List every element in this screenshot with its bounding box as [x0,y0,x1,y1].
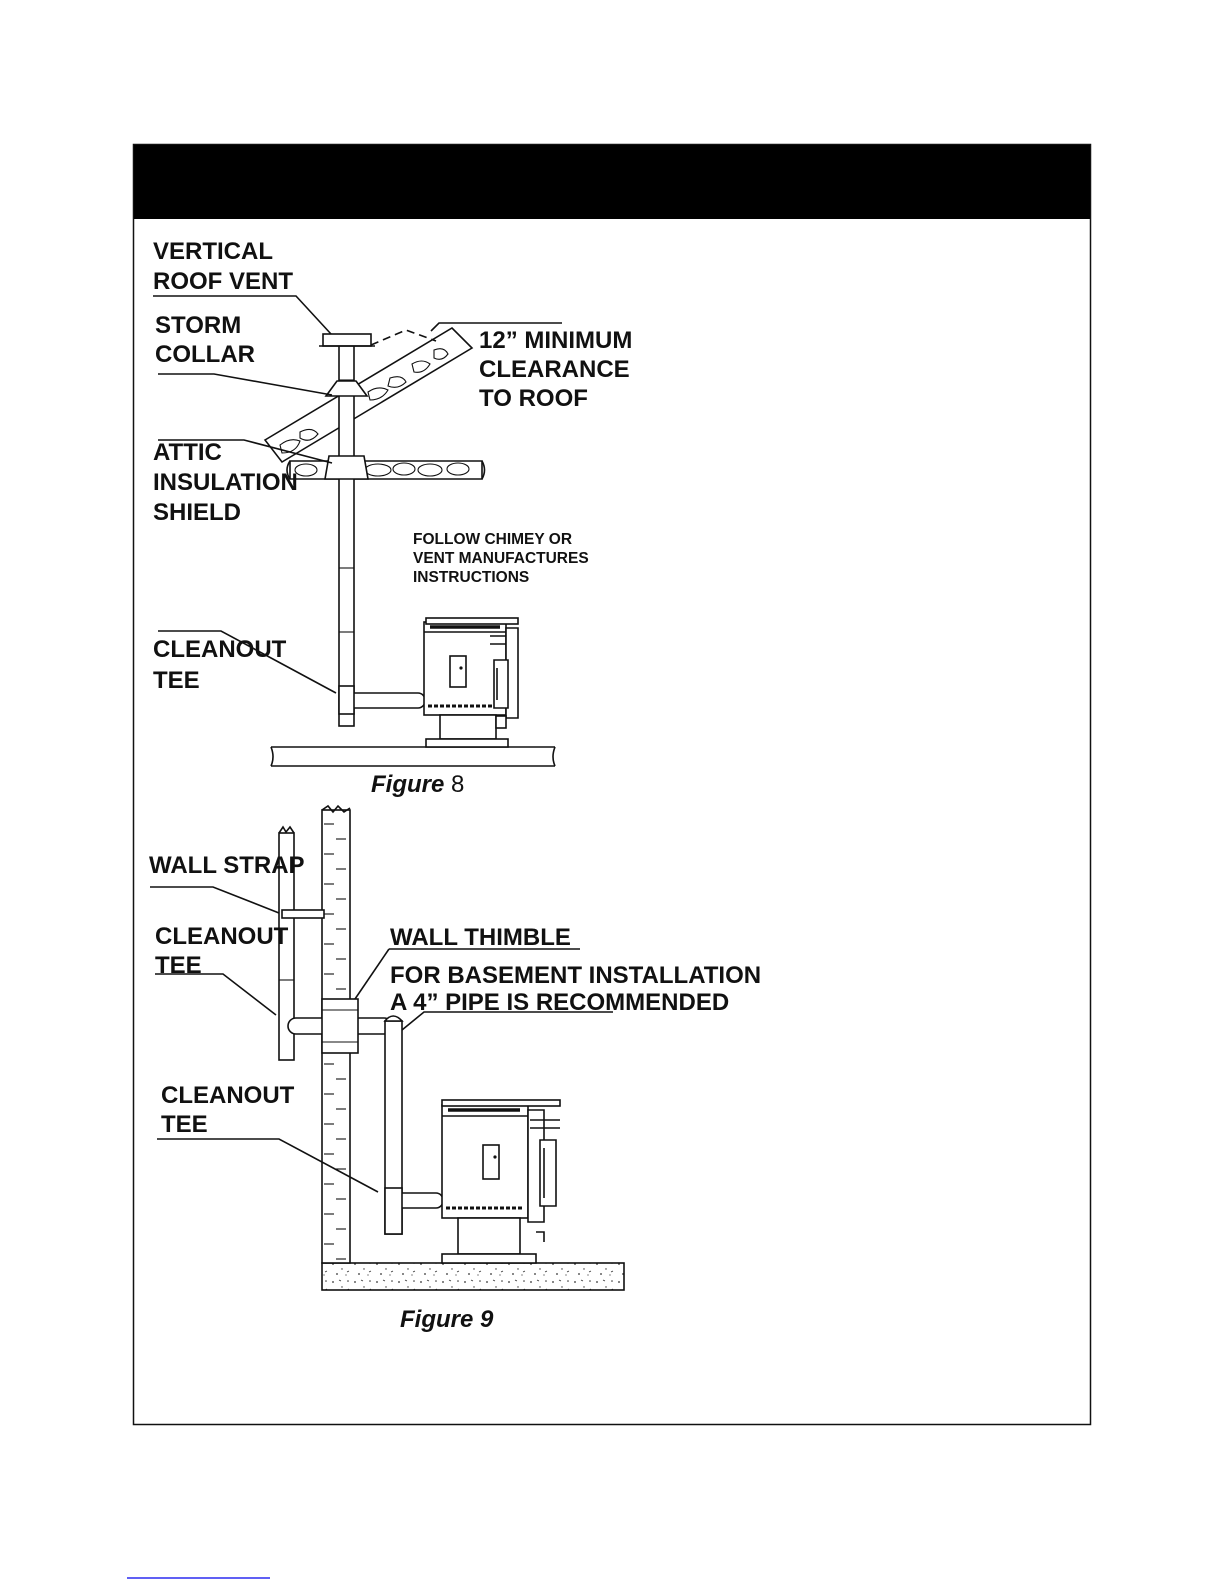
ceiling-joist [287,461,485,479]
floor-slab-fig8 [271,747,555,766]
figure-8-diagram: VERTICAL ROOF VENT STORM COLLAR ATTIC IN… [153,238,639,798]
label-cleanout-tee-upper: CLEANOUT TEE [155,923,295,979]
label-roof-vent: VERTICAL ROOF VENT [153,238,293,295]
concrete-floor [322,1263,624,1290]
figure-9-caption: Figure 9 [400,1306,494,1333]
pellet-stove-fig9 [442,1100,560,1263]
label-minimum-clearance: 12” MINIMUM CLEARANCE TO ROOF [479,327,639,412]
attic-insulation-shield-shape [325,456,368,479]
figure-8-caption: Figure 8 [371,771,464,798]
cleanout-tee-fig8 [339,686,425,714]
label-basement-installation: FOR BASEMENT INSTALLATION A 4” PIPE IS R… [390,962,768,1016]
wall-strap-shape [282,910,324,918]
label-storm-collar: STORM COLLAR [155,312,255,368]
figure-9-diagram: WALL STRAP CLEANOUT TEE WALL THIMBLE FOR… [149,806,768,1333]
label-follow-instructions: FOLLOW CHIMEY OR VENT MANUFACTURES INSTR… [413,531,593,586]
label-wall-strap: WALL STRAP [149,852,305,879]
pellet-stove-fig8 [424,618,518,747]
label-wall-thimble: WALL THIMBLE [390,924,571,951]
label-cleanout-tee-fig8: CLEANOUT TEE [153,636,293,694]
label-cleanout-tee-lower: CLEANOUT TEE [161,1082,301,1138]
chimney-pipe-fig8 [339,344,354,726]
roof-vent-cap [319,334,375,346]
cleanout-tee-fig9 [385,1188,443,1234]
header-bar [134,145,1090,219]
through-wall-pipe [288,999,392,1053]
roof-rafter [265,328,472,462]
